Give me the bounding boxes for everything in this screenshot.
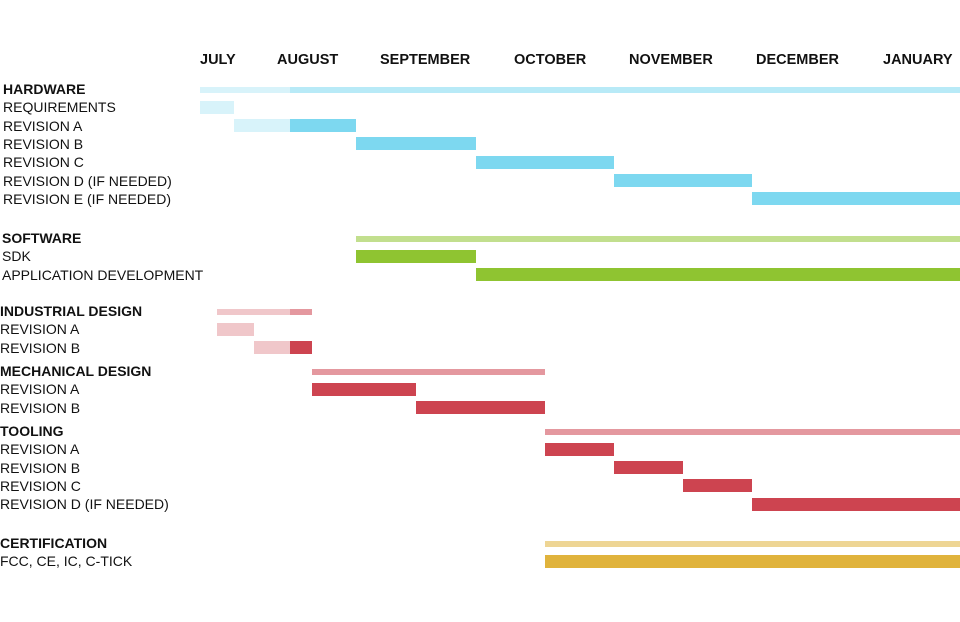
month-label: JANUARY <box>883 52 953 68</box>
task-label-industrial-design: REVISION B <box>0 339 81 356</box>
task-label-hardware: REVISION E (IF NEEDED) <box>3 190 172 207</box>
summary-bar-tooling <box>545 429 960 435</box>
task-label-tooling: REVISION B <box>0 459 81 476</box>
task-label-industrial-design: REVISION A <box>0 321 80 338</box>
summary-bar-software <box>356 236 960 242</box>
month-label: SEPTEMBER <box>380 52 471 68</box>
task-bar-tooling-revision-d-if-needed <box>752 498 960 511</box>
task-label-hardware: REVISION A <box>3 117 83 134</box>
task-label-tooling: REVISION A <box>0 441 80 458</box>
task-label-mechanical-design: REVISION B <box>0 399 81 416</box>
task-bar-hardware-revision-a <box>290 119 356 132</box>
task-bar-industrial-design-revision-a <box>217 323 254 336</box>
task-bar-mechanical-design-revision-b <box>416 401 545 414</box>
task-label-certification: FCC, CE, IC, C-TICK <box>0 553 133 570</box>
task-bar-hardware-revision-c <box>476 156 614 169</box>
summary-bar-certification <box>545 541 960 547</box>
task-label-tooling: REVISION C <box>0 477 81 494</box>
task-bar-certification-fcc-ce-ic-c-tick <box>545 555 960 568</box>
task-label-mechanical-design: REVISION A <box>0 381 80 398</box>
task-bar-hardware-revision-a <box>234 119 290 132</box>
summary-bar-hardware <box>290 87 960 93</box>
task-bar-hardware-revision-d-if-needed <box>614 174 752 187</box>
summary-bar-industrial-design <box>290 309 312 315</box>
month-label: AUGUST <box>277 52 339 68</box>
task-bar-tooling-revision-c <box>683 479 752 492</box>
task-bar-software-application-development <box>476 268 960 281</box>
task-bar-tooling-revision-a <box>545 443 614 456</box>
group-header-mechanical-design: MECHANICAL DESIGN <box>0 363 152 379</box>
task-bar-mechanical-design-revision-a <box>312 383 416 396</box>
task-bar-hardware-revision-e-if-needed <box>752 192 960 205</box>
task-label-software: SDK <box>2 248 31 265</box>
group-header-industrial-design: INDUSTRIAL DESIGN <box>0 303 143 319</box>
group-header-hardware: HARDWARE <box>3 81 86 97</box>
task-label-hardware: REVISION B <box>3 135 84 152</box>
month-label: OCTOBER <box>514 52 587 68</box>
task-bar-tooling-revision-b <box>614 461 683 474</box>
summary-bar-mechanical-design <box>312 369 545 375</box>
task-bar-hardware-requirements <box>200 101 234 114</box>
task-label-hardware: REQUIREMENTS <box>3 99 116 116</box>
task-bar-industrial-design-revision-b <box>254 341 290 354</box>
month-label: JULY <box>200 52 236 68</box>
month-label: NOVEMBER <box>629 52 713 68</box>
task-label-hardware: REVISION C <box>3 154 84 171</box>
task-label-software: APPLICATION DEVELOPMENT <box>2 266 204 283</box>
task-label-hardware: REVISION D (IF NEEDED) <box>3 172 172 189</box>
summary-bar-hardware <box>200 87 290 93</box>
group-header-tooling: TOOLING <box>0 423 64 439</box>
task-bar-industrial-design-revision-b <box>290 341 312 354</box>
group-header-certification: CERTIFICATION <box>0 535 108 551</box>
task-bar-software-sdk <box>356 250 476 263</box>
task-bar-hardware-revision-b <box>356 137 476 150</box>
group-header-software: SOFTWARE <box>2 230 82 246</box>
summary-bar-industrial-design <box>217 309 290 315</box>
task-label-tooling: REVISION D (IF NEEDED) <box>0 496 169 513</box>
month-label: DECEMBER <box>756 52 839 68</box>
